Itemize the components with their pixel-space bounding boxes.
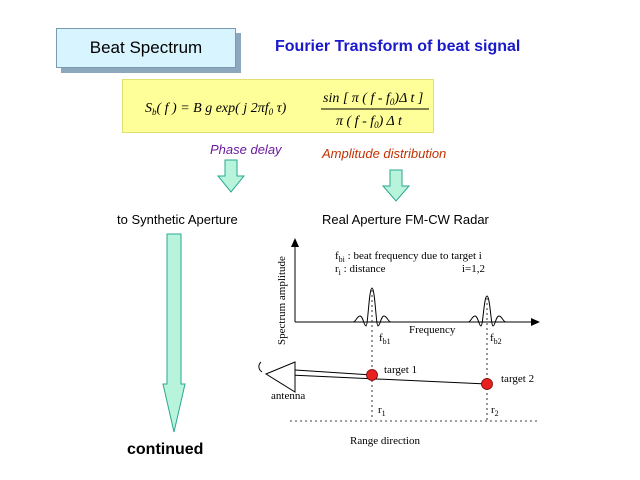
y-axis-label: Spectrum amplitude <box>276 256 288 345</box>
synthetic-aperture-label: to Synthetic Aperture <box>117 212 238 227</box>
formula-denominator: π ( f - f0) Δ t <box>336 114 403 130</box>
title-box: Beat Spectrum <box>56 28 236 68</box>
formula-box: Sb( f ) = B g exp( j 2πf0 τ) sin [ π ( f… <box>122 79 434 133</box>
formula-numerator: sin [ π ( f - f0)Δ t ] <box>323 91 423 107</box>
antenna-icon <box>264 361 296 393</box>
legend-index: i=1,2 <box>462 263 485 275</box>
beam-line-1 <box>289 374 488 385</box>
range-direction-label: Range direction <box>350 435 420 447</box>
x-axis-label: Frequency <box>409 324 456 336</box>
continued-arrow-icon <box>162 233 186 433</box>
fb2-label: fb2 <box>490 332 502 346</box>
target-2-label: target 2 <box>501 373 534 385</box>
y-axis-arrow-icon <box>291 238 299 247</box>
target-1-label: target 1 <box>384 364 417 376</box>
amplitude-distribution-label: Amplitude distribution <box>322 146 447 161</box>
beat-pulse-1 <box>352 287 392 327</box>
real-aperture-label: Real Aperture FM-CW Radar <box>322 212 489 227</box>
r1-label: r1 <box>378 404 386 418</box>
fb1-label: fb1 <box>379 332 391 346</box>
antenna-label: antenna <box>271 390 305 402</box>
beat-pulse-2 <box>467 295 507 327</box>
target-2-marker <box>481 378 493 390</box>
page-title: Beat Spectrum <box>89 38 203 57</box>
continued-label: continued <box>127 441 204 458</box>
page-subtitle: Fourier Transform of beat signal <box>275 38 521 55</box>
antenna-feed <box>258 361 263 373</box>
phase-delay-label: Phase delay <box>210 142 282 157</box>
phase-arrow-icon <box>216 159 246 193</box>
formula-svg: Sb( f ) = B g exp( j 2πf0 τ) sin [ π ( f… <box>145 91 429 130</box>
legend-ri: ri : distance <box>335 263 386 277</box>
formula-lhs: Sb( f ) = B g exp( j 2πf0 τ) <box>145 101 287 117</box>
r2-label: r2 <box>491 404 499 418</box>
legend-fbi: fbi : beat frequency due to target i <box>335 250 482 264</box>
target-1-marker <box>366 369 378 381</box>
beam-line-2 <box>294 369 373 376</box>
amplitude-arrow-icon <box>381 169 411 202</box>
x-axis-arrow-icon <box>531 318 540 326</box>
